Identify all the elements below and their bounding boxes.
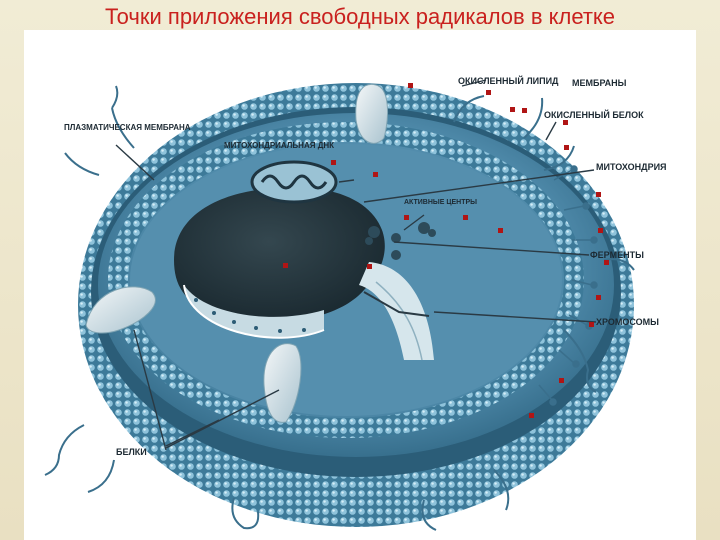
label-mitochondria: митохондрия — [596, 162, 667, 172]
radical-marker — [598, 228, 603, 233]
radical-marker — [589, 322, 594, 327]
label-oxidized-protein: окисленный белок — [544, 109, 644, 120]
radical-marker — [604, 260, 609, 265]
membrane-proteins — [85, 83, 388, 423]
label-plasma-membrane: плазматическая мембрана — [64, 123, 191, 132]
radical-marker — [408, 83, 413, 88]
label-proteins: белки — [116, 447, 147, 457]
radical-marker — [331, 160, 336, 165]
label-active-sites: активные центры — [404, 199, 477, 206]
radical-marker — [486, 90, 491, 95]
radical-marker — [283, 263, 288, 268]
cell-body — [78, 83, 634, 527]
nucleus — [174, 187, 385, 339]
radical-marker — [596, 295, 601, 300]
diagram-labels: окисленный липид мембраны окисленный бел… — [64, 75, 667, 457]
radical-markers — [283, 83, 609, 418]
radical-marker — [463, 215, 468, 220]
radical-marker — [529, 413, 534, 418]
lipid-heads — [538, 165, 598, 406]
radical-marker — [498, 228, 503, 233]
slide-title: Точки приложения свободных радикалов в к… — [104, 4, 616, 29]
label-membranes: мембраны — [572, 78, 627, 88]
radical-marker — [404, 215, 409, 220]
radical-marker — [373, 172, 378, 177]
radical-marker — [563, 120, 568, 125]
label-oxidized-lipid: окисленный липид — [458, 75, 559, 86]
enzyme-blobs — [365, 222, 436, 260]
surface-filaments — [44, 85, 635, 531]
label-chromosomes: хромосомы — [596, 317, 659, 327]
mitochondrion — [250, 160, 338, 204]
radical-marker — [510, 107, 515, 112]
radical-marker — [367, 264, 372, 269]
radical-marker — [522, 108, 527, 113]
cell-illustration: окисленный липид мембраны окисленный бел… — [44, 75, 667, 531]
cell-diagram: окисленный липид мембраны окисленный бел… — [24, 30, 696, 540]
radical-marker — [564, 145, 569, 150]
label-leaders — [115, 79, 597, 451]
label-mitochondrial-dna: митохондриальная днк — [224, 141, 334, 150]
label-enzymes: ферменты — [590, 250, 644, 260]
radical-marker — [559, 378, 564, 383]
radical-marker — [596, 192, 601, 197]
chromosome-region — [359, 262, 434, 361]
